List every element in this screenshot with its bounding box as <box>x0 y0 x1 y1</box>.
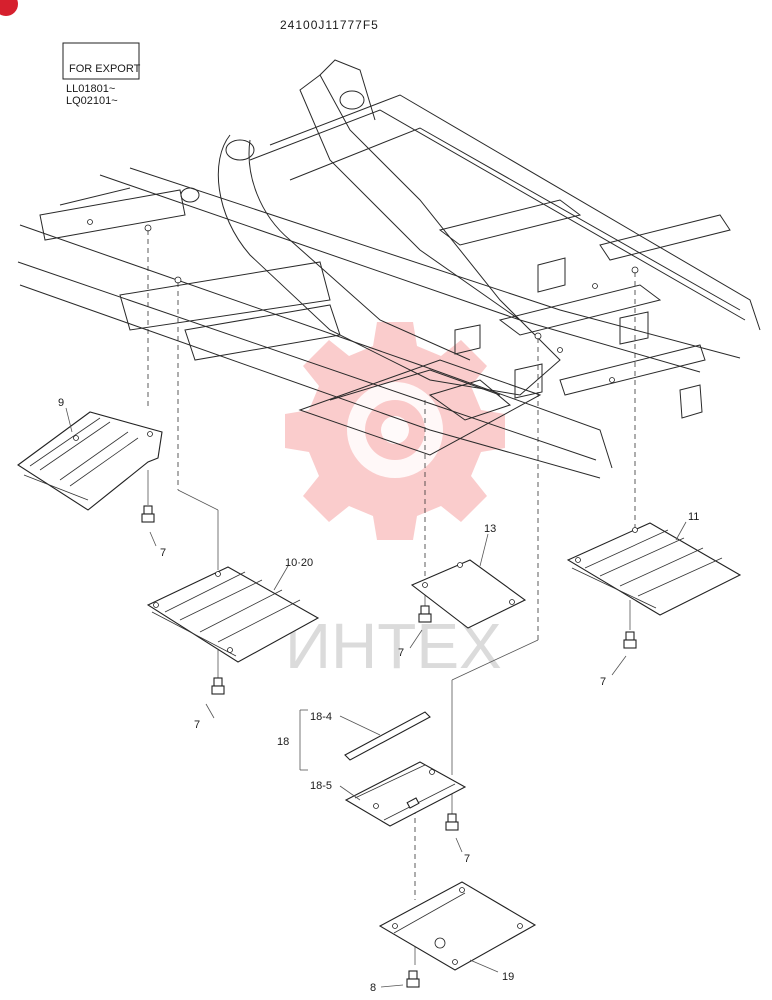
corner-badge <box>0 0 18 16</box>
callout-7-e: 7 <box>464 853 470 865</box>
callout-9: 9 <box>58 397 64 409</box>
callout-7-b: 7 <box>194 719 200 731</box>
callout-18-5: 18-5 <box>310 780 332 792</box>
serial-range-2: LQ02101~ <box>66 95 118 107</box>
frame-assembly <box>17 59 761 479</box>
callout-11: 11 <box>688 511 699 523</box>
watermark-gear <box>285 322 505 540</box>
part-19-base-plate <box>378 881 537 971</box>
callout-8: 8 <box>370 982 376 994</box>
callout-7-a: 7 <box>160 547 166 559</box>
callout-10-20: 10·20 <box>285 557 313 569</box>
callout-18-4: 18-4 <box>310 711 332 723</box>
callout-13: 13 <box>484 523 496 535</box>
part-10-20-plate <box>146 566 320 663</box>
bolt-7-b <box>211 677 225 695</box>
callout-19: 19 <box>502 971 514 983</box>
part-18-4-rod <box>344 711 431 761</box>
part-18-5-bracket <box>344 761 467 827</box>
callout-leaders <box>65 407 687 988</box>
part-9-plate <box>17 411 163 511</box>
serial-range-1: LL01801~ <box>66 83 115 95</box>
bolt-7-d <box>623 631 637 649</box>
bolt-8 <box>406 970 420 988</box>
part-11-plate <box>566 522 742 616</box>
callout-7-d: 7 <box>600 676 606 688</box>
for-export-label: FOR EXPORT <box>69 63 141 75</box>
callout-18: 18 <box>277 736 289 748</box>
callout-7-c: 7 <box>398 647 404 659</box>
part-13-plate <box>410 559 527 629</box>
bolt-7-a <box>141 505 155 523</box>
for-export-box: FOR EXPORT <box>62 42 141 80</box>
bolt-7-e <box>445 813 459 831</box>
bolt-7-c <box>418 605 432 623</box>
drawing-code: 24100J11777F5 <box>280 18 379 32</box>
